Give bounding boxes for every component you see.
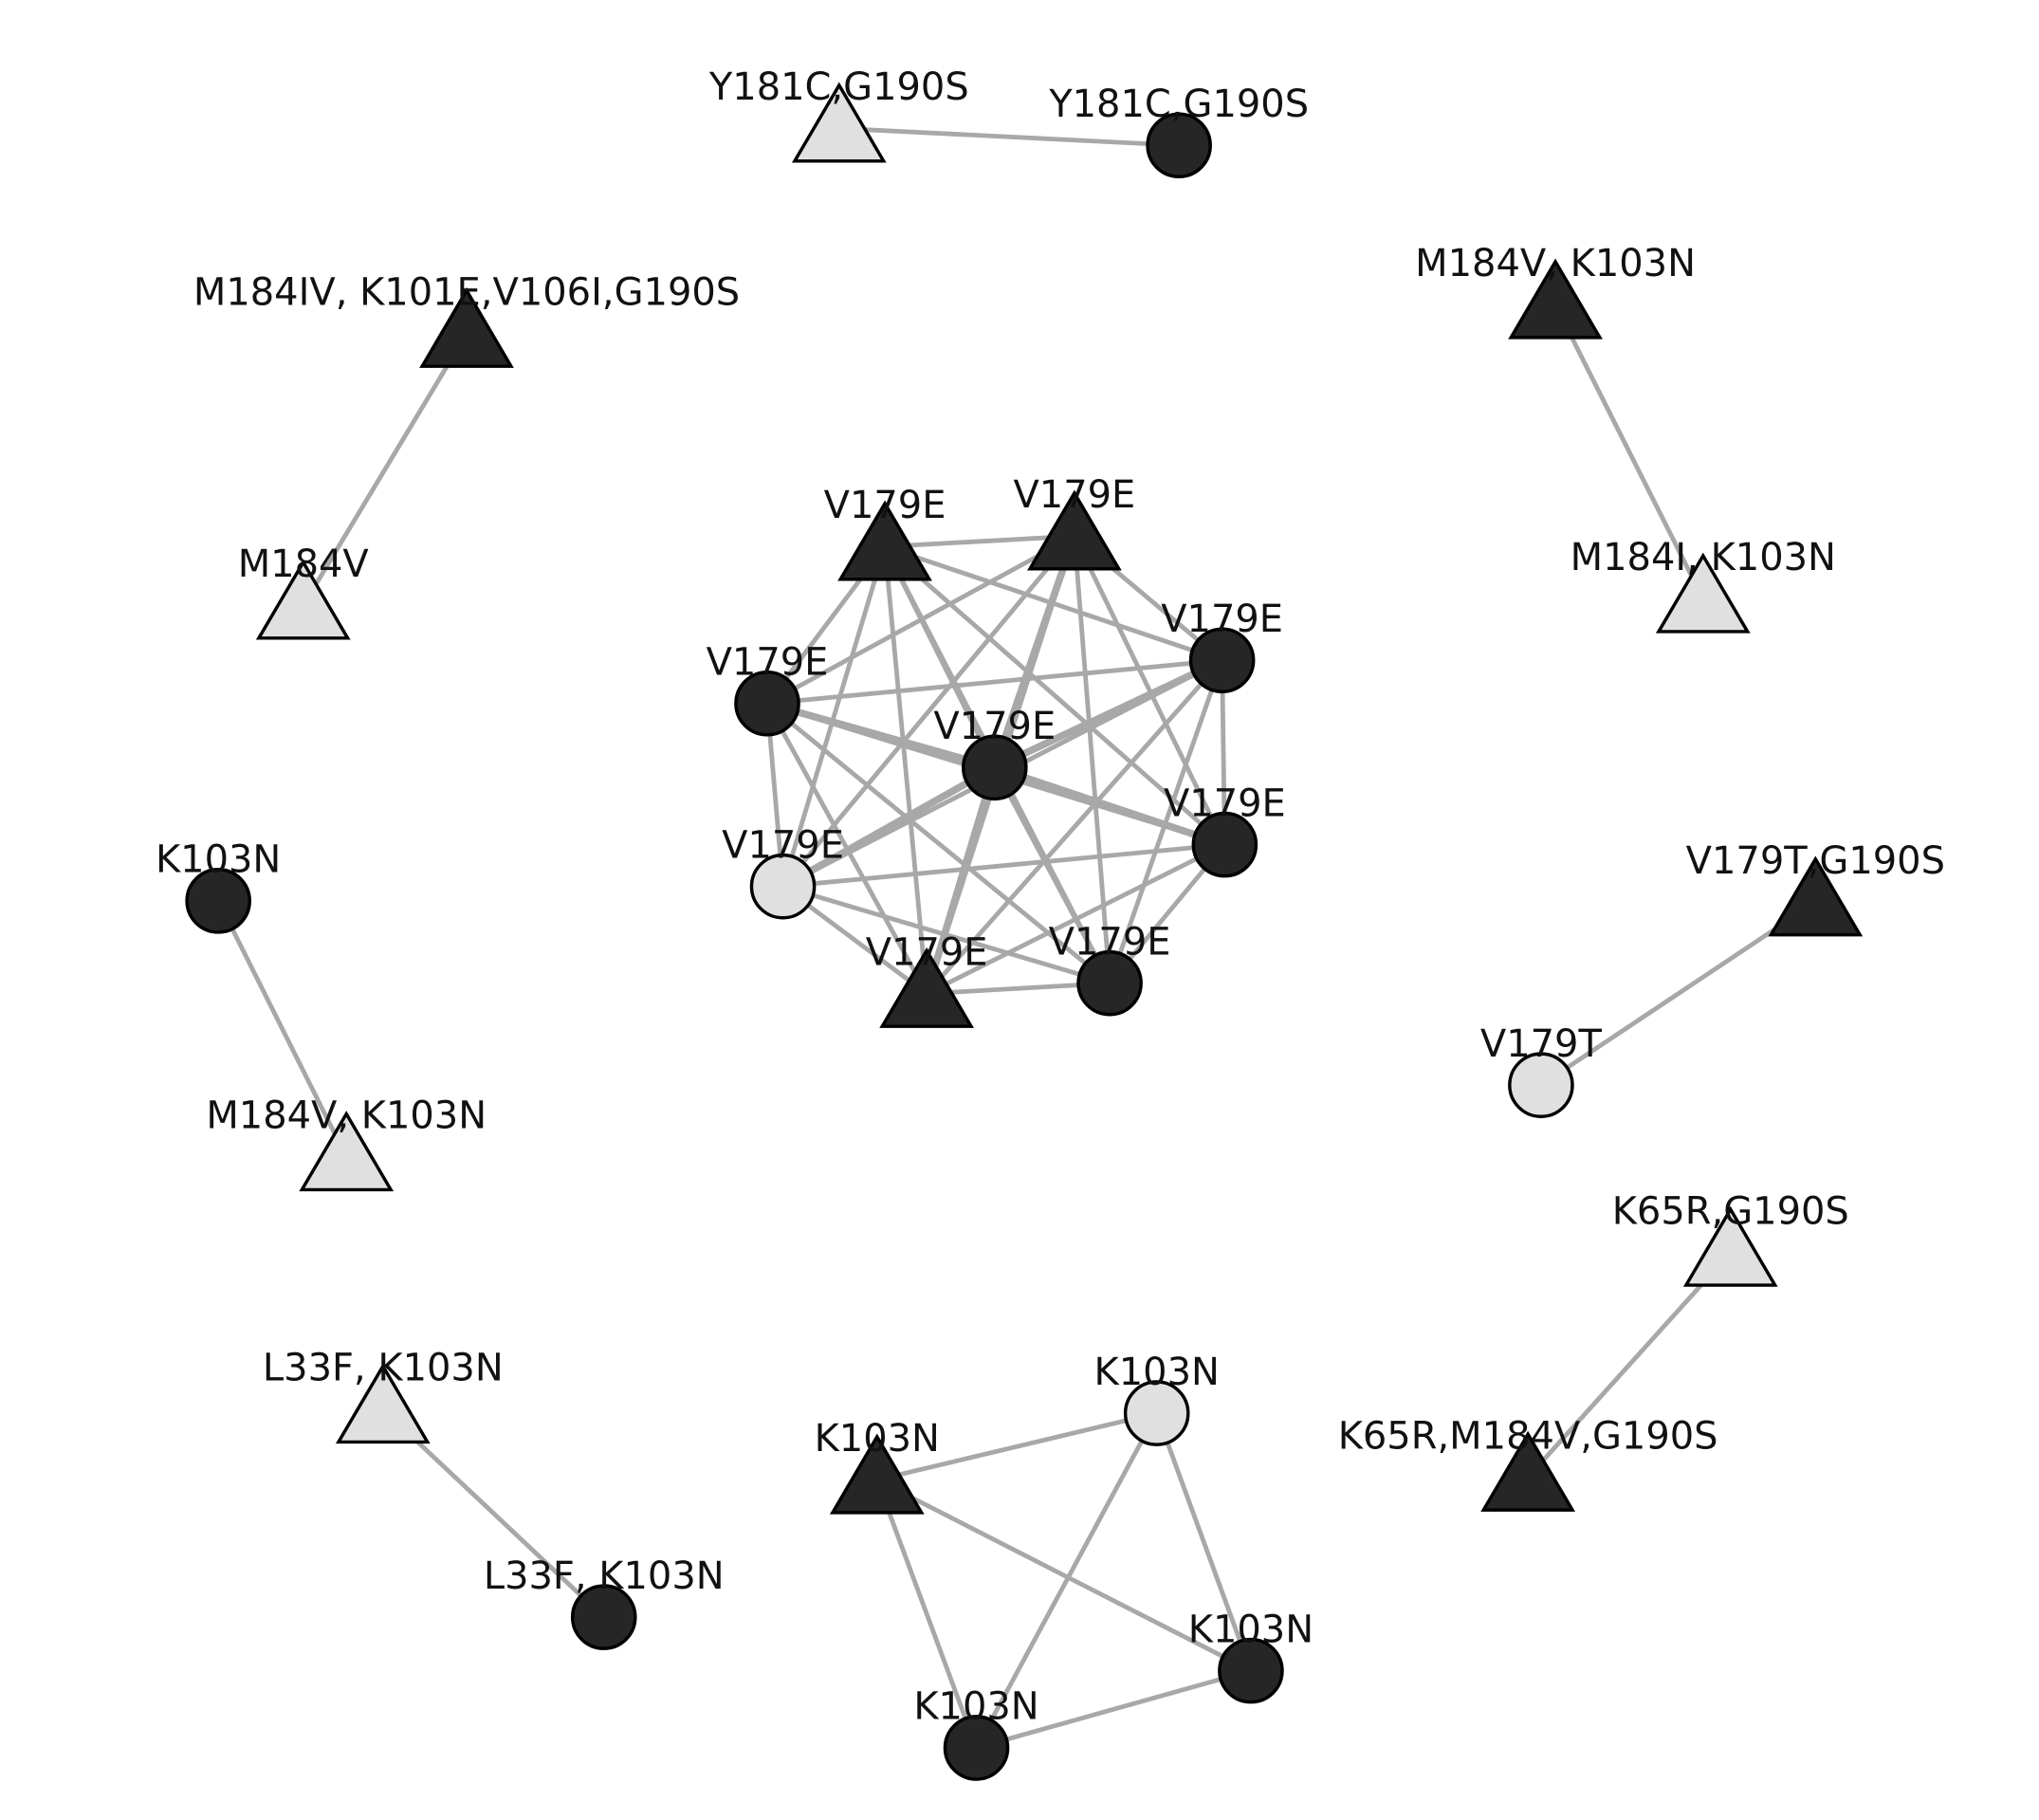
- node-label: K65R,M184V,G190S: [1338, 1414, 1718, 1458]
- node-label: V179E: [824, 484, 946, 527]
- circle-node[interactable]: [1076, 949, 1143, 1017]
- edge: [875, 1478, 1253, 1673]
- edge: [1526, 1250, 1733, 1480]
- triangle-node[interactable]: [1027, 489, 1122, 571]
- edge: [923, 766, 999, 995]
- edge: [216, 899, 349, 1159]
- triangle-node[interactable]: [255, 559, 351, 640]
- node-label: V179E: [1161, 597, 1283, 641]
- node-label: V179E: [1164, 781, 1286, 825]
- edge: [301, 332, 469, 607]
- node-label: V179E: [866, 930, 988, 974]
- edge: [993, 763, 1226, 849]
- triangle-node[interactable]: [829, 1433, 925, 1515]
- triangle-node[interactable]: [299, 1111, 395, 1192]
- circle-node[interactable]: [570, 1584, 637, 1650]
- triangle-node[interactable]: [1480, 1430, 1575, 1512]
- triangle-node[interactable]: [1508, 258, 1603, 340]
- node-label: K103N: [1188, 1608, 1313, 1651]
- edge: [781, 884, 1111, 985]
- edge: [975, 1668, 1252, 1751]
- node-label: V179E: [707, 640, 829, 684]
- circle-node[interactable]: [1218, 1637, 1284, 1704]
- node-label: M184I, K103N: [1571, 536, 1836, 579]
- node-label: V179T,G190S: [1686, 839, 1945, 883]
- edge: [883, 544, 1226, 847]
- node-label: Y181C,G190S: [1048, 83, 1309, 126]
- node-label: K65R,G190S: [1612, 1189, 1849, 1233]
- triangle-node[interactable]: [1655, 552, 1751, 634]
- node-label: Y181C,G190S: [708, 65, 969, 109]
- triangle-node[interactable]: [335, 1363, 431, 1444]
- edges: [216, 125, 1817, 1751]
- edge: [781, 534, 1076, 889]
- edge: [884, 533, 1075, 549]
- edge: [992, 766, 1112, 984]
- node-label: M184V, K103N: [206, 1094, 487, 1138]
- edge: [876, 1410, 1158, 1482]
- node-label: M184V, K103N: [1415, 242, 1696, 285]
- node-label: K103N: [815, 1417, 940, 1461]
- labels: Y181C,G190S Y181C,G190S M184IV, K101E,V106…: [156, 65, 1945, 1729]
- circle-node[interactable]: [185, 868, 251, 934]
- node-label: V179E: [1049, 920, 1171, 964]
- circle-node[interactable]: [943, 1715, 1010, 1781]
- circle-node[interactable]: [1123, 1380, 1190, 1446]
- edge: [381, 1407, 606, 1619]
- edge: [1072, 536, 1112, 984]
- node-label: L33F, K103N: [484, 1554, 725, 1598]
- triangle-node[interactable]: [879, 947, 975, 1028]
- edge: [1154, 1412, 1254, 1672]
- triangle-node[interactable]: [791, 82, 887, 163]
- node-label: K103N: [1094, 1351, 1220, 1394]
- node-label: V179E: [1013, 473, 1135, 517]
- edge: [765, 701, 1111, 985]
- edge: [782, 842, 1225, 890]
- node-label: V179E: [722, 823, 844, 867]
- circle-node[interactable]: [1508, 1052, 1574, 1118]
- circle-node[interactable]: [1191, 811, 1258, 878]
- edge: [974, 1411, 1159, 1750]
- edge: [1072, 535, 1227, 846]
- edge: [874, 1479, 979, 1749]
- node-label: M184V: [238, 542, 369, 586]
- circle-node[interactable]: [734, 670, 800, 737]
- node-label: V179T: [1480, 1022, 1603, 1066]
- node-label: L33F, K103N: [263, 1347, 504, 1390]
- node-label: M184IV, K101E,V106I,G190S: [193, 270, 740, 314]
- edge: [882, 546, 929, 994]
- edge: [1539, 900, 1817, 1088]
- edge: [765, 534, 1076, 706]
- edge: [838, 125, 1180, 148]
- circle-node[interactable]: [749, 853, 817, 920]
- edge: [766, 657, 1222, 707]
- nodes: [185, 82, 1864, 1781]
- edge: [781, 763, 997, 890]
- edge: [781, 545, 888, 888]
- triangle-node[interactable]: [1682, 1205, 1778, 1287]
- triangle-node[interactable]: [837, 500, 932, 581]
- circle-node[interactable]: [1146, 112, 1212, 179]
- circle-node[interactable]: [1188, 627, 1256, 694]
- circle-node[interactable]: [962, 734, 1028, 801]
- edge: [1552, 303, 1705, 600]
- triangle-node[interactable]: [1768, 855, 1864, 937]
- triangle-node[interactable]: [419, 286, 514, 368]
- node-label: K103N: [913, 1685, 1038, 1729]
- edge: [925, 658, 1224, 996]
- node-label: K103N: [156, 838, 281, 882]
- edge: [926, 842, 1226, 996]
- node-label: V179E: [933, 705, 1056, 748]
